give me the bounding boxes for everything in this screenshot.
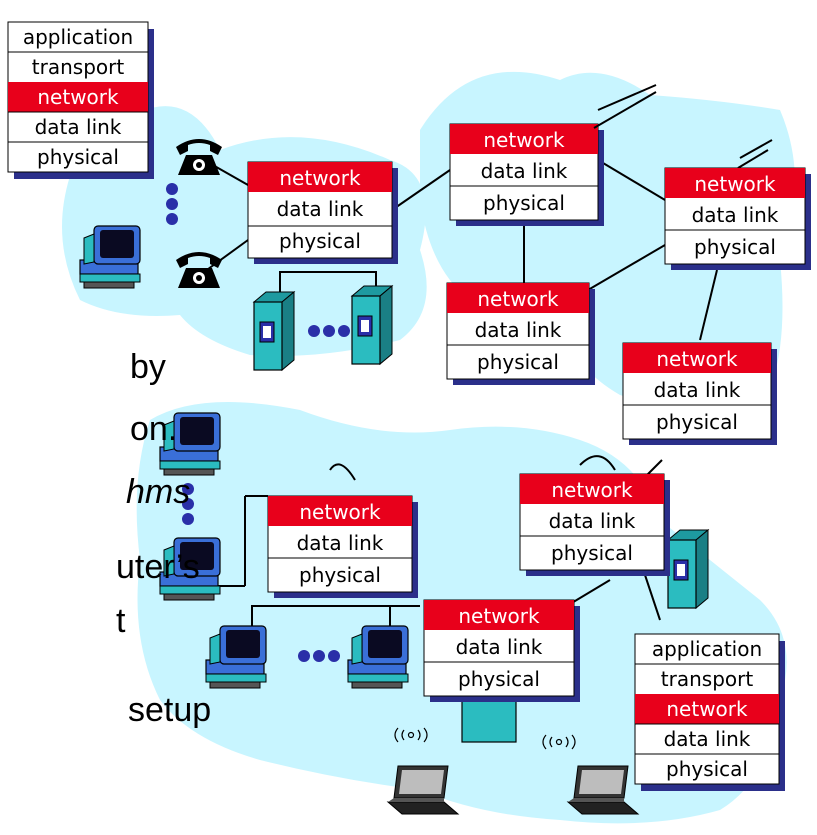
layer-data-link: data link [692, 203, 779, 227]
server-icon [253, 291, 295, 371]
layer-transport: transport [661, 667, 754, 691]
layer-data-link: data link [549, 509, 636, 533]
slide-text-line: on. [130, 410, 177, 448]
host-protocol-stack: application transport network data link … [634, 633, 785, 791]
layer-network: network [694, 172, 776, 196]
layer-physical: physical [666, 757, 748, 781]
layer-network: network [666, 697, 748, 721]
router-protocol-stack: network data link physical [449, 123, 604, 226]
router-protocol-stack: network data link physical [446, 282, 595, 385]
access-point-icon [461, 699, 517, 743]
layer-physical: physical [477, 350, 559, 374]
layer-network: network [551, 478, 633, 502]
layer-network: network [279, 166, 361, 190]
layer-data-link: data link [664, 727, 751, 751]
layer-network: network [483, 128, 565, 152]
layer-network: network [656, 347, 738, 371]
layer-network: network [299, 500, 381, 524]
router-protocol-stack: network data link physical [267, 495, 418, 598]
layer-physical: physical [279, 229, 361, 253]
router-protocol-stack: network data link physical [247, 161, 398, 264]
layer-network: network [477, 287, 559, 311]
layer-network: network [37, 85, 119, 109]
layer-physical: physical [483, 191, 565, 215]
layer-physical: physical [37, 145, 119, 169]
ellipsis-dots-icon [166, 183, 350, 662]
layer-data-link: data link [475, 318, 562, 342]
server-icon [351, 285, 393, 365]
router-protocol-stack: network data link physical [519, 473, 670, 576]
layer-application: application [652, 637, 762, 661]
layer-transport: transport [32, 55, 125, 79]
layer-physical: physical [299, 563, 381, 587]
layer-data-link: data link [297, 531, 384, 555]
layer-physical: physical [656, 410, 738, 434]
slide-text-line: hms [126, 473, 190, 511]
layer-network: network [458, 604, 540, 628]
slide-text-line: uter’s [116, 548, 200, 586]
router-protocol-stack: network data link physical [423, 599, 580, 702]
layer-data-link: data link [456, 635, 543, 659]
server-icon [667, 529, 709, 609]
layer-physical: physical [458, 667, 540, 691]
layer-physical: physical [551, 541, 633, 565]
router-protocol-stack: network data link physical [622, 342, 777, 445]
slide-text-line: setup [128, 691, 211, 729]
host-protocol-stack: application transport network data link … [7, 21, 154, 179]
router-protocol-stack: network data link physical [664, 167, 811, 270]
layer-application: application [23, 25, 133, 49]
layer-physical: physical [694, 235, 776, 259]
external-links [593, 91, 773, 159]
layer-data-link: data link [35, 115, 122, 139]
layer-data-link: data link [277, 197, 364, 221]
layer-data-link: data link [654, 378, 741, 402]
layer-data-link: data link [481, 159, 568, 183]
slide-text-line: by [130, 348, 166, 386]
slide-text-line: t [116, 602, 126, 640]
slide-text-fragments: by on. hms uter’s t setup [116, 348, 211, 729]
